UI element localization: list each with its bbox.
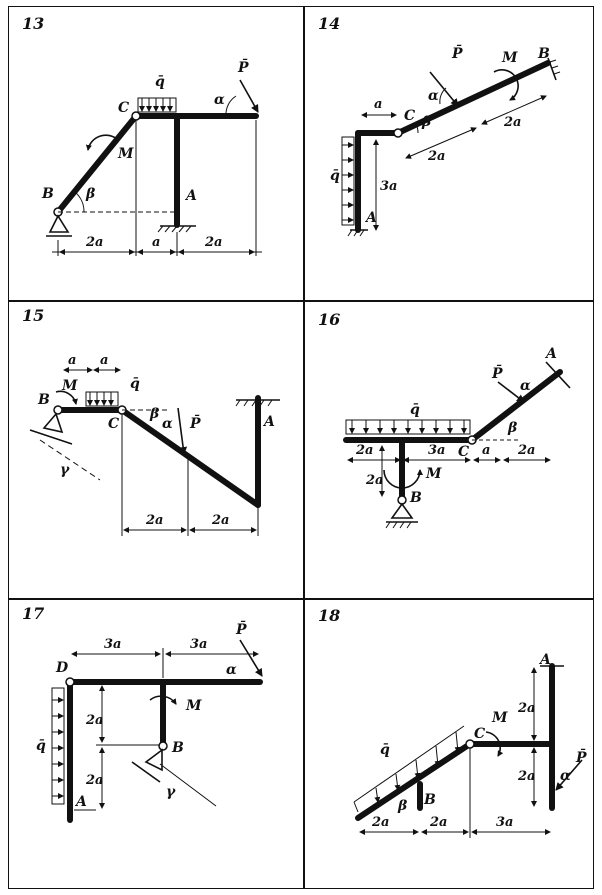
dim-16-0: 2a [355, 443, 373, 458]
panel-number-17: 17 [22, 604, 45, 623]
dim-13-0: 2a [85, 235, 103, 250]
label-15-b: B [37, 392, 50, 408]
label-16-c: C [458, 444, 469, 460]
panel-number-14: 14 [318, 14, 341, 33]
label-13-q: q̄ [155, 74, 165, 90]
dim-13-1: a [152, 235, 160, 250]
label-18-b: B [423, 792, 436, 808]
label-18-m: M [491, 710, 508, 726]
dim-16-2: 3a [428, 443, 445, 458]
label-14-beta: β [421, 114, 432, 130]
panel-number-16: 16 [318, 310, 341, 329]
label-15-a: A [262, 414, 275, 430]
label-16-a: A [544, 346, 557, 362]
label-16-m: M [425, 466, 442, 482]
panel-15 [8, 301, 304, 599]
label-13-b: B [41, 186, 54, 202]
dim-16-3: a [482, 443, 490, 458]
label-17-d: D [55, 660, 69, 676]
label-13-alpha: α [214, 92, 225, 108]
dim-16-1: 2a [365, 473, 383, 488]
label-16-alpha: α [520, 378, 531, 394]
label-17-alpha: α [226, 662, 237, 678]
dim-15-1: a [100, 353, 108, 368]
dim-18-2: 3a [496, 815, 513, 830]
dim-18-0: 2a [371, 815, 389, 830]
label-14-m: M [501, 50, 518, 66]
label-15-q: q̄ [130, 376, 140, 392]
diagram-14 [341, 57, 561, 237]
diagram-17 [51, 639, 263, 823]
label-17-a: A [74, 794, 87, 810]
label-17-q: q̄ [36, 738, 46, 754]
label-18-a: A [538, 652, 551, 668]
beam-bc [55, 113, 139, 215]
label-15-p: P̄ [189, 413, 201, 432]
label-13-beta: β [85, 186, 96, 202]
label-14-c: C [404, 108, 415, 124]
label-13-p: P̄ [237, 57, 249, 76]
diagram-16 [343, 361, 571, 529]
dim-17-0: 3a [104, 637, 121, 652]
label-17-p: P̄ [235, 619, 247, 638]
pin-support-b [48, 214, 70, 233]
label-17-b: B [171, 740, 184, 756]
panel-16 [304, 301, 594, 599]
dim-18-4: 2a [517, 769, 535, 784]
label-16-b: B [409, 490, 422, 506]
hinge-c [131, 111, 141, 121]
label-15-m: M [61, 378, 78, 394]
label-18-beta: β [397, 798, 408, 814]
dim-18-1: 2a [429, 815, 447, 830]
dim-15-2: 2a [145, 513, 163, 528]
label-17-m: M [185, 698, 202, 714]
dim-18-3: 2a [517, 701, 535, 716]
label-18-p: P̄ [575, 747, 587, 766]
label-15-alpha: α [162, 416, 173, 432]
dim-15-3: 2a [211, 513, 229, 528]
hinge-c [393, 128, 403, 138]
label-13-m: M [117, 146, 134, 162]
label-17-gamma: γ [166, 784, 176, 800]
label-18-c: C [474, 726, 485, 742]
diagram-18 [353, 663, 583, 838]
label-14-alpha: α [428, 88, 439, 104]
dim-14-2: 2a [503, 115, 521, 130]
panel-17 [8, 599, 304, 889]
label-13-a: A [184, 188, 197, 204]
dim-14-3: 3a [380, 179, 397, 194]
label-15-c: C [108, 416, 119, 432]
label-18-q: q̄ [380, 742, 390, 758]
moment-m [85, 134, 119, 151]
label-18-alpha: α [560, 768, 571, 784]
label-14-p: P̄ [451, 43, 463, 62]
label-14-q: q̄ [330, 168, 340, 184]
label-16-q: q̄ [410, 402, 420, 418]
dim-14-0: a [374, 97, 382, 112]
label-16-beta: β [507, 420, 518, 436]
panel-number-13: 13 [22, 14, 45, 33]
label-13-c: C [118, 100, 129, 116]
dim-14-1: 2a [427, 149, 445, 164]
dim-16-4: 2a [517, 443, 535, 458]
dim-17-1: 3a [190, 637, 207, 652]
label-15-beta: β [149, 406, 160, 422]
dim-15-0: a [68, 353, 76, 368]
panel-number-15: 15 [22, 306, 45, 325]
panel-number-18: 18 [318, 606, 341, 625]
dim-17-3: 2a [85, 773, 103, 788]
diagram-15 [29, 367, 280, 536]
label-14-b: B [537, 46, 550, 62]
label-15-gamma: γ [60, 462, 70, 478]
dim-13-2: 2a [204, 235, 222, 250]
label-16-p: P̄ [491, 363, 503, 382]
label-14-a: A [364, 210, 377, 226]
diagram-13 [46, 79, 262, 256]
dim-17-2: 2a [85, 713, 103, 728]
force-p [239, 79, 259, 113]
